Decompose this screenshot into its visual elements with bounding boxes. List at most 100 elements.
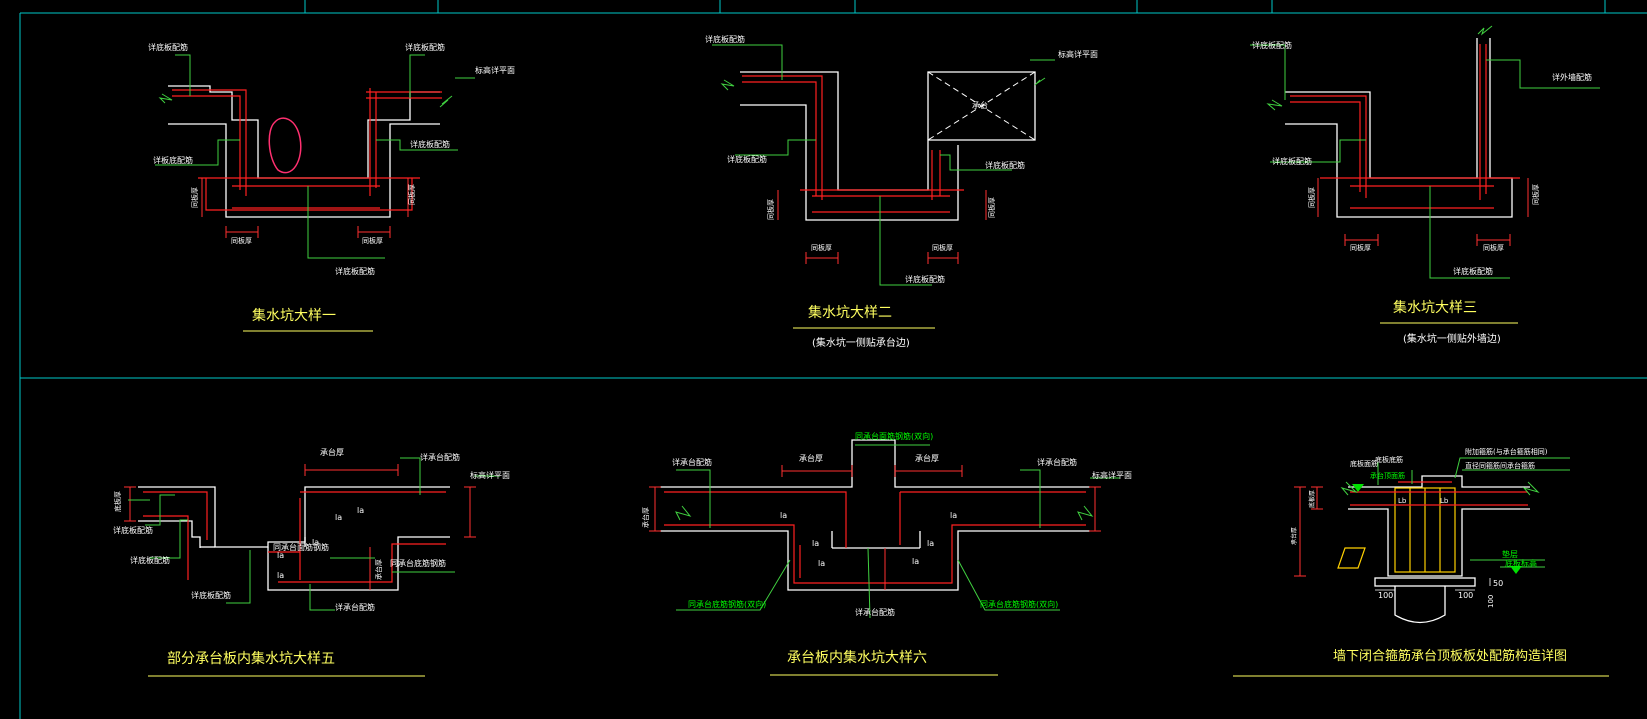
detail-6-label-6: 标高详平面 xyxy=(1092,470,1132,480)
detail-3-dim-3: 同板厚 xyxy=(1307,187,1316,208)
detail-6-title: 承台板内集水坑大样六 xyxy=(787,649,927,666)
detail-1-title: 集水坑大样一 xyxy=(252,307,336,324)
detail-1: 详底板配筋 详板底配筋 标高详平面 详底板配筋 详底板配筋 详底板配筋 同板厚 … xyxy=(148,42,515,332)
detail-1-label-2: 详板底配筋 xyxy=(153,155,193,165)
detail-5-la-3: la xyxy=(312,538,319,547)
detail-6-la-4: la xyxy=(950,511,957,520)
drawing-frame xyxy=(19,0,1647,719)
detail-3-rebar xyxy=(1290,44,1520,209)
detail-5: 底板厚 详底板配筋 详底板配筋 承台厚 详承台配筋 标高详平面 同承台面筋钢筋 … xyxy=(113,447,510,677)
detail-7-label-5: 直径同箍筋间承台箍筋 xyxy=(1465,461,1535,470)
detail-3-dims xyxy=(1317,178,1529,246)
detail-7-dim-3: 50 xyxy=(1493,579,1503,588)
detail-6-label-10: 同承台底筋钢筋(双向) xyxy=(980,599,1058,609)
detail-7-label-7: 承台厚 xyxy=(1290,527,1298,545)
detail-1-label-5: 详底板配筋 xyxy=(410,139,450,149)
detail-3-subtitle: (集水坑一侧贴外墙边) xyxy=(1403,332,1501,345)
detail-7-label-3: 底板底筋 xyxy=(1375,455,1403,464)
detail-2-dim-3: 同板厚 xyxy=(766,199,775,220)
detail-2-label-3: 详底板配筋 xyxy=(727,154,767,164)
detail-6: 详承台配筋 承台厚 同承台面筋钢筋(双向) 承台厚 详承台配筋 标高详平面 承台… xyxy=(641,431,1132,676)
detail-7-dim-1: 100 xyxy=(1378,591,1393,600)
detail-6-rebar xyxy=(664,491,1086,584)
detail-1-dims xyxy=(201,178,409,238)
detail-3-title: 集水坑大样三 xyxy=(1393,299,1477,316)
detail-7-dim-2: 100 xyxy=(1458,591,1473,600)
detail-3-label-4: 详底板配筋 xyxy=(1453,266,1493,276)
detail-5-la-2: la xyxy=(357,506,364,515)
detail-2-dim-1: 同板厚 xyxy=(811,243,832,252)
detail-5-label-4: 承台厚 xyxy=(320,447,344,457)
detail-5-label-7: 同承台面筋钢筋 xyxy=(273,542,329,552)
detail-5-concrete xyxy=(138,486,450,591)
detail-3-label-1: 详底板配筋 xyxy=(1252,40,1292,50)
detail-6-concrete xyxy=(660,439,1090,591)
detail-1-leaders xyxy=(155,54,475,259)
detail-5-la-1: la xyxy=(335,513,342,522)
detail-7-title: 墙下闭合箍筋承台顶板板处配筋构造详图 xyxy=(1333,648,1567,664)
detail-5-label-5: 详承台配筋 xyxy=(420,452,460,462)
detail-2-dims xyxy=(777,190,987,264)
detail-5-dims xyxy=(124,464,476,590)
detail-1-dim-3: 同板厚 xyxy=(190,187,199,208)
detail-6-dims xyxy=(649,465,1101,590)
detail-2-label-4: 详底板配筋 xyxy=(985,160,1025,170)
detail-2-dim-4: 同板厚 xyxy=(987,197,996,218)
detail-7-label-1: 附加箍筋(与承台箍筋相同) xyxy=(1465,447,1548,456)
detail-6-leaders xyxy=(675,444,1120,619)
detail-3-label-3: 详底板配筋 xyxy=(1272,156,1312,166)
detail-1-markup xyxy=(268,117,302,174)
detail-6-label-2: 承台厚 xyxy=(799,453,823,463)
detail-2-leaders xyxy=(712,44,1055,286)
detail-1-label-6: 详底板配筋 xyxy=(335,266,375,276)
detail-7-dims-white xyxy=(1375,578,1491,591)
detail-6-la-5: la xyxy=(927,539,934,548)
detail-2-rebar xyxy=(742,75,964,213)
detail-2-label-cap: 承台 xyxy=(972,100,988,110)
detail-6-label-3: 同承台面筋钢筋(双向) xyxy=(855,431,933,441)
detail-3-dim-1: 同板厚 xyxy=(1350,243,1371,252)
detail-6-label-7: 承台厚 xyxy=(641,507,650,528)
detail-7-label-8: 垫层 xyxy=(1502,549,1518,559)
detail-7-label-9: 底板标高 xyxy=(1505,558,1537,568)
detail-2: 详底板配筋 标高详平面 承台 详底板配筋 详底板配筋 详底板配筋 同板厚 同板厚… xyxy=(705,34,1098,349)
detail-7-leaders xyxy=(1340,457,1570,568)
detail-7-label-4: 承台顶面筋 xyxy=(1370,471,1405,480)
detail-2-title: 集水坑大样二 xyxy=(808,304,892,321)
detail-7-la-1: Lb xyxy=(1398,497,1407,505)
detail-7-rebar xyxy=(1350,481,1528,506)
detail-5-label-11: 承台厚 xyxy=(374,559,383,580)
detail-1-dim-2: 同板厚 xyxy=(362,236,383,245)
detail-1-label-3: 标高详平面 xyxy=(475,65,515,75)
detail-5-label-10: 详承台配筋 xyxy=(335,602,375,612)
detail-6-label-5: 详承台配筋 xyxy=(1037,457,1077,467)
detail-3-leaders xyxy=(1250,25,1600,279)
detail-6-label-9: 详承台配筋 xyxy=(855,607,895,617)
detail-6-label-4: 承台厚 xyxy=(915,453,939,463)
detail-6-la-6: la xyxy=(912,557,919,566)
detail-5-label-3: 详底板配筋 xyxy=(130,555,170,565)
detail-7: 附加箍筋(与承台箍筋相同) 底板面筋 底板底筋 承台顶面筋 直径同箍筋间承台箍筋… xyxy=(1233,447,1609,677)
detail-6-la-2: la xyxy=(812,539,819,548)
detail-5-title: 部分承台板内集水坑大样五 xyxy=(167,650,335,667)
detail-3-dim-2: 同板厚 xyxy=(1483,243,1504,252)
detail-5-label-2: 详底板配筋 xyxy=(113,525,153,535)
detail-1-dim-1: 同板厚 xyxy=(231,236,252,245)
detail-2-label-2: 标高详平面 xyxy=(1058,49,1098,59)
detail-2-subtitle: (集水坑一侧贴承台边) xyxy=(812,336,910,349)
detail-7-la-2: Lb xyxy=(1440,497,1449,505)
detail-5-label-6: 标高详平面 xyxy=(470,470,510,480)
detail-5-leaders xyxy=(128,457,500,611)
detail-2-concrete xyxy=(740,71,1036,221)
detail-5-label-9: 详底板配筋 xyxy=(191,590,231,600)
detail-7-label-6: 底板厚 xyxy=(1308,490,1316,508)
detail-7-level-markers xyxy=(1352,484,1522,574)
detail-2-cap xyxy=(927,71,1036,141)
detail-5-label-1: 底板厚 xyxy=(113,491,122,512)
detail-3-label-2: 详外墙配筋 xyxy=(1552,72,1592,82)
detail-3: 详底板配筋 详外墙配筋 详底板配筋 详底板配筋 同板厚 同板厚 同板厚 同板厚 … xyxy=(1250,25,1600,345)
detail-7-dims xyxy=(1294,486,1323,577)
detail-3-dim-4: 同板厚 xyxy=(1531,184,1540,205)
